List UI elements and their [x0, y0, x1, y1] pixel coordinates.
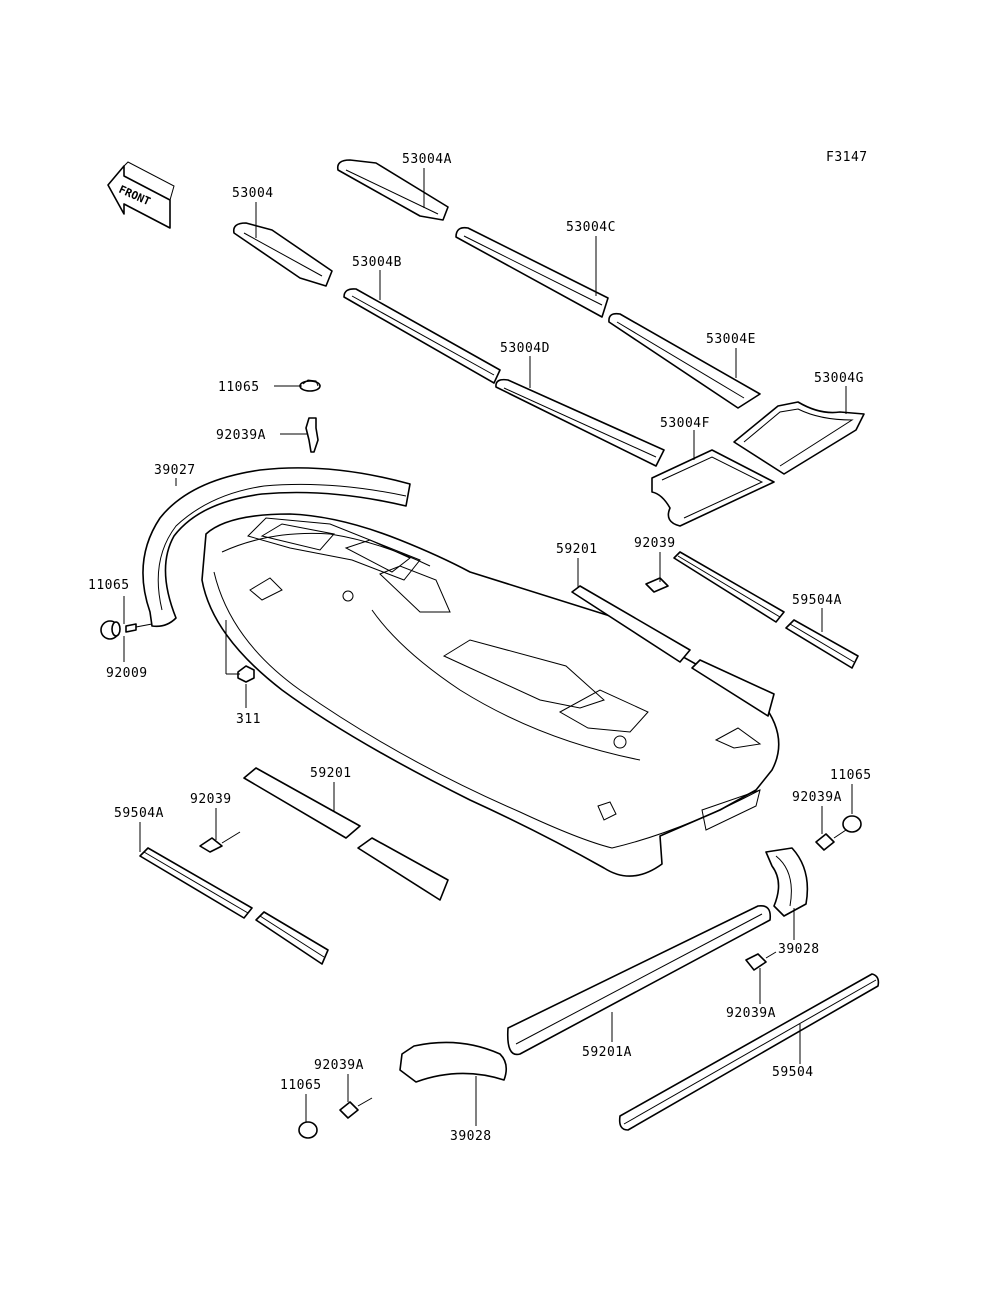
label-92039-right: 92039	[634, 536, 676, 551]
rivet-92039A-mid	[745, 951, 777, 971]
mat-53004A	[336, 159, 449, 221]
rail-59201A	[506, 904, 772, 1056]
rivet-92039A-right	[815, 829, 847, 851]
rubber-59504A-right	[673, 551, 859, 669]
label-53004: 53004	[232, 186, 274, 201]
label-53004E: 53004E	[706, 332, 756, 347]
label-53004D: 53004D	[500, 341, 550, 356]
mat-53004F	[651, 449, 775, 527]
rubber-59504A-left	[139, 847, 329, 965]
cap-11065-left	[100, 620, 121, 640]
label-92009: 92009	[106, 666, 148, 681]
label-39027: 39027	[154, 463, 196, 478]
rivet-92039-left	[199, 831, 241, 853]
cap-11065-right	[842, 815, 862, 833]
label-39028-bottom: 39028	[450, 1129, 492, 1144]
label-11065-right: 11065	[830, 768, 872, 783]
mat-53004E	[608, 312, 761, 409]
label-59504A-left: 59504A	[114, 806, 164, 821]
cap-11065-bottom	[298, 1121, 318, 1139]
front-arrow-icon: FRONT	[107, 161, 175, 229]
bumper-39028-bottom	[399, 1041, 508, 1083]
mat-53004D	[495, 378, 665, 467]
mat-53004C	[455, 226, 609, 318]
hull-body	[201, 513, 780, 877]
label-53004F: 53004F	[660, 416, 710, 431]
rail-59201-left	[243, 767, 449, 901]
rail-59201-right	[571, 585, 775, 717]
rubber-59504	[618, 973, 880, 1131]
label-11065-top: 11065	[218, 380, 260, 395]
leader-lines	[123, 168, 853, 1126]
mat-53004B	[343, 288, 501, 384]
cap-11065-top	[299, 379, 321, 392]
label-11065-bottom: 11065	[280, 1078, 322, 1093]
label-59201-left: 59201	[310, 766, 352, 781]
bumper-39027	[142, 467, 411, 628]
label-53004A: 53004A	[402, 152, 452, 167]
label-53004G: 53004G	[814, 371, 864, 386]
bumper-39028-right	[765, 847, 809, 917]
rivet-92039A-bottom	[339, 1097, 373, 1119]
label-39028-right: 39028	[778, 942, 820, 957]
label-59201A: 59201A	[582, 1045, 632, 1060]
label-92039-left: 92039	[190, 792, 232, 807]
label-53004B: 53004B	[352, 255, 402, 270]
label-92039A-bottom: 92039A	[314, 1058, 364, 1073]
figure-code: F3147	[826, 150, 868, 165]
rivet-92039-right	[645, 577, 669, 593]
label-92039A-mid: 92039A	[726, 1006, 776, 1021]
label-311: 311	[236, 712, 261, 727]
label-92039A-top: 92039A	[216, 428, 266, 443]
label-53004C: 53004C	[566, 220, 616, 235]
screw-92009	[125, 623, 153, 633]
label-59504A-right: 59504A	[792, 593, 842, 608]
rivet-92039A-top	[305, 417, 319, 453]
label-59504: 59504	[772, 1065, 814, 1080]
nut-311	[237, 665, 255, 683]
label-92039A-right: 92039A	[792, 790, 842, 805]
label-11065-left: 11065	[88, 578, 130, 593]
label-59201-right: 59201	[556, 542, 598, 557]
mat-53004	[232, 222, 333, 287]
mat-53004G	[733, 401, 865, 475]
